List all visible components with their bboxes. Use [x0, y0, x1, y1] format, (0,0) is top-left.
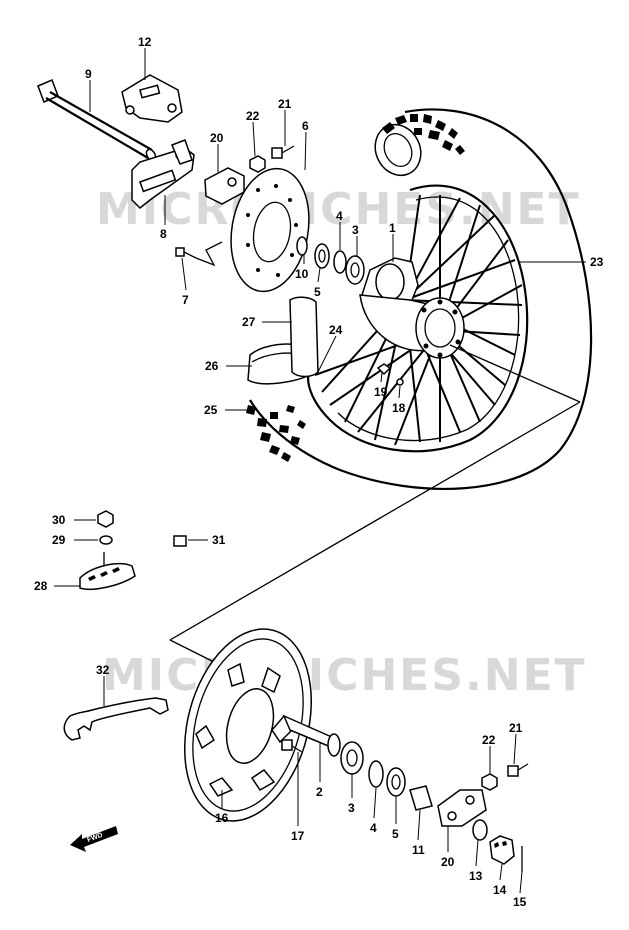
- callout-1: 1: [389, 221, 396, 235]
- watermark-bottom: MICROFICHES.NET: [102, 650, 587, 701]
- callout-30: 30: [52, 513, 66, 527]
- adjuster-20-bottom: [437, 789, 487, 827]
- callout-labels: 12 9 22 21 6 20 8 4 3 1 23 10 5 7 27 24 …: [34, 35, 604, 909]
- circlip-4-top: [333, 250, 347, 274]
- callout-13: 13: [469, 869, 483, 883]
- bearing-3-top: [345, 255, 365, 285]
- oil-seal-5-bottom: [386, 767, 406, 797]
- callout-8: 8: [160, 227, 167, 241]
- bolt-7: [175, 241, 223, 267]
- callout-10: 10: [295, 267, 309, 281]
- brake-disc-6: [230, 167, 310, 293]
- callout-24: 24: [329, 323, 343, 337]
- spacer-10: [296, 236, 308, 256]
- sprocket-16: [183, 628, 313, 822]
- callout-32: 32: [96, 663, 110, 677]
- callout-3-bottom: 3: [348, 801, 355, 815]
- washer-13: [472, 819, 488, 841]
- spanner-32: [63, 697, 169, 741]
- callout-4-bottom: 4: [370, 821, 377, 835]
- callout-21: 21: [278, 97, 292, 111]
- callout-28: 28: [34, 579, 48, 593]
- bearing-3-bottom: [340, 741, 364, 775]
- rim-lock-28: [79, 552, 136, 590]
- nut-22-bottom: [481, 773, 498, 791]
- spacer-11: [409, 785, 433, 811]
- callout-19: 19: [374, 385, 388, 399]
- valve-cap-31: [173, 535, 187, 547]
- callout-22-bottom: 22: [482, 733, 496, 747]
- bolt-17: [281, 739, 303, 753]
- bolt-21-bottom: [507, 763, 529, 777]
- callout-14: 14: [493, 883, 507, 897]
- callout-20-bottom: 20: [441, 855, 455, 869]
- castle-nut-14: [489, 835, 515, 865]
- callout-5: 5: [314, 285, 321, 299]
- fwd-arrow: FWD: [70, 826, 118, 852]
- callout-27: 27: [242, 315, 256, 329]
- spacer-2: [282, 714, 341, 757]
- watermark-top: MICROFICHES.NET: [96, 184, 581, 235]
- callout-7: 7: [182, 293, 189, 307]
- bolt-21-top: [271, 145, 295, 159]
- callout-15: 15: [513, 895, 527, 909]
- callout-5-bottom: 5: [392, 827, 399, 841]
- hub: [359, 257, 465, 359]
- callout-23: 23: [590, 255, 604, 269]
- leader-lines: [54, 48, 586, 894]
- axle: [37, 79, 157, 162]
- nut-30: [97, 510, 114, 528]
- spoke-18: [396, 378, 404, 386]
- callout-31: 31: [212, 533, 226, 547]
- callout-20: 20: [210, 131, 224, 145]
- circlip-4-bottom: [368, 760, 384, 788]
- torque-link-8: [131, 139, 195, 210]
- nut-22-top: [249, 155, 266, 173]
- callout-21-bottom: 21: [509, 721, 523, 735]
- callout-2: 2: [316, 785, 323, 799]
- callout-25: 25: [204, 403, 218, 417]
- callout-22: 22: [246, 109, 260, 123]
- caliper-bracket-12: [121, 74, 183, 123]
- callout-12: 12: [138, 35, 152, 49]
- washer-29: [99, 535, 113, 545]
- callout-9: 9: [85, 67, 92, 81]
- axis-line-top: [449, 344, 581, 403]
- callout-3: 3: [352, 223, 359, 237]
- callout-16: 16: [215, 811, 229, 825]
- axis-line-cross: [169, 401, 581, 641]
- axis-line-bottom: [169, 639, 221, 666]
- tire-assembly: [246, 108, 593, 490]
- callout-29: 29: [52, 533, 66, 547]
- callout-17: 17: [291, 829, 305, 843]
- callout-18: 18: [392, 401, 406, 415]
- callout-6: 6: [302, 119, 309, 133]
- callout-26: 26: [205, 359, 219, 373]
- callout-4: 4: [336, 209, 343, 223]
- oil-seal-5-top: [314, 243, 330, 269]
- callout-11: 11: [412, 843, 425, 857]
